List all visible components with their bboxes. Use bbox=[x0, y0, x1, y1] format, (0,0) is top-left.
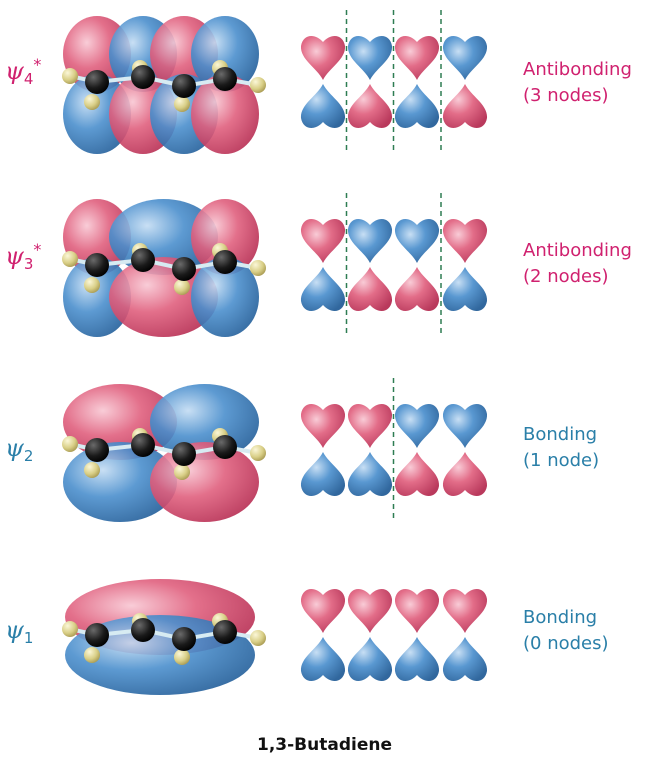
psi3-carbon-atom-2 bbox=[131, 248, 155, 272]
psi1-hydrogen-atom-4 bbox=[250, 630, 266, 646]
psi3-p-orbital-3-top-lobe bbox=[394, 219, 440, 263]
psi4-p-orbital-4-top-lobe bbox=[442, 36, 488, 80]
psi4-p-orbital-1-top-lobe bbox=[300, 36, 346, 80]
psi4-p-orbital-4-bottom-lobe bbox=[442, 84, 488, 128]
psi1-carbon-atom-1 bbox=[85, 623, 109, 647]
psi3-mo-bottom-lobe-1 bbox=[63, 257, 131, 337]
psi1-nodes: (0 nodes) bbox=[523, 633, 609, 654]
psi1-hydrogen-atom-2 bbox=[84, 647, 100, 663]
psi2-p-orbital-3-top-lobe bbox=[394, 404, 440, 448]
psi4-description: Antibonding (3 nodes) bbox=[523, 57, 632, 109]
psi4-p-orbital-3-bottom-lobe bbox=[394, 84, 440, 128]
psi3-hydrogen-atom-2 bbox=[84, 277, 100, 293]
psi2-p-orbital-2-top-lobe bbox=[347, 404, 393, 448]
psi1-description: Bonding (0 nodes) bbox=[523, 605, 609, 657]
psi4-carbon-atom-4 bbox=[213, 67, 237, 91]
psi2-mo-bottom-lobe-2 bbox=[150, 442, 259, 522]
psi1-carbon-atom-2 bbox=[131, 618, 155, 642]
psi2-label: ψ2 bbox=[5, 434, 34, 465]
psi4-hydrogen-atom-2 bbox=[84, 94, 100, 110]
psi3-carbon-atom-3 bbox=[172, 257, 196, 281]
psi3-nodes: (2 nodes) bbox=[523, 266, 609, 287]
psi1-p-orbital-1-bottom-lobe bbox=[300, 637, 346, 681]
psi2-p-orbital-3-bottom-lobe bbox=[394, 452, 440, 496]
psi3-description: Antibonding (2 nodes) bbox=[523, 238, 632, 290]
psi3-p-orbital-1-top-lobe bbox=[300, 219, 346, 263]
psi3-type: Antibonding bbox=[523, 240, 632, 261]
psi1-p-orbital-2-bottom-lobe bbox=[347, 637, 393, 681]
psi2-carbon-atom-1 bbox=[85, 438, 109, 462]
psi4-mo-top-lobe-4 bbox=[191, 16, 259, 92]
psi4-carbon-atom-3 bbox=[172, 74, 196, 98]
psi2-carbon-atom-3 bbox=[172, 442, 196, 466]
diagram-caption: 1,3-Butadiene bbox=[257, 735, 392, 755]
psi4-hydrogen-atom-4 bbox=[250, 77, 266, 93]
psi1-p-orbital-3-top-lobe bbox=[394, 589, 440, 633]
psi3-p-orbital-2-bottom-lobe bbox=[347, 267, 393, 311]
psi2-p-orbital-1-bottom-lobe bbox=[300, 452, 346, 496]
psi1-hydrogen-atom-3 bbox=[174, 649, 190, 665]
psi4-mo-bottom-lobe-4 bbox=[191, 74, 259, 154]
psi1-p-orbital-3-bottom-lobe bbox=[394, 637, 440, 681]
psi1-type: Bonding bbox=[523, 607, 598, 628]
psi4-nodes: (3 nodes) bbox=[523, 85, 609, 106]
psi2-hydrogen-atom-1 bbox=[62, 436, 78, 452]
psi3-hydrogen-atom-4 bbox=[250, 260, 266, 276]
psi3-hydrogen-atom-1 bbox=[62, 251, 78, 267]
psi4-p-orbital-1-bottom-lobe bbox=[300, 84, 346, 128]
psi3-p-orbital-3-bottom-lobe bbox=[394, 267, 440, 311]
psi3-mo-top-lobe-1 bbox=[63, 199, 131, 275]
psi3-label: ψ3* bbox=[5, 240, 42, 273]
psi1-p-orbital-1-top-lobe bbox=[300, 589, 346, 633]
psi2-p-orbital-4-bottom-lobe bbox=[442, 452, 488, 496]
psi2-carbon-atom-4 bbox=[213, 435, 237, 459]
psi2-p-orbital-4-top-lobe bbox=[442, 404, 488, 448]
psi2-mo-bottom-lobe-1 bbox=[63, 442, 177, 522]
psi3-mo-top-lobe-3 bbox=[191, 199, 259, 275]
psi2-nodes: (1 node) bbox=[523, 450, 600, 471]
psi4-hydrogen-atom-1 bbox=[62, 68, 78, 84]
psi4-p-orbital-2-top-lobe bbox=[347, 36, 393, 80]
psi3-mo-bottom-lobe-3 bbox=[191, 257, 259, 337]
psi2-hydrogen-atom-2 bbox=[84, 462, 100, 478]
psi4-p-orbital-3-top-lobe bbox=[394, 36, 440, 80]
psi3-p-orbital-1-bottom-lobe bbox=[300, 267, 346, 311]
psi1-hydrogen-atom-1 bbox=[62, 621, 78, 637]
psi3-p-orbital-4-bottom-lobe bbox=[442, 267, 488, 311]
psi1-carbon-atom-4 bbox=[213, 620, 237, 644]
psi1-carbon-atom-3 bbox=[172, 627, 196, 651]
psi1-p-orbital-2-top-lobe bbox=[347, 589, 393, 633]
psi3-p-orbital-4-top-lobe bbox=[442, 219, 488, 263]
psi4-type: Antibonding bbox=[523, 59, 632, 80]
psi4-carbon-atom-1 bbox=[85, 70, 109, 94]
psi3-carbon-atom-4 bbox=[213, 250, 237, 274]
psi3-hydrogen-atom-3 bbox=[174, 279, 190, 295]
psi2-carbon-atom-2 bbox=[131, 433, 155, 457]
psi2-hydrogen-atom-3 bbox=[174, 464, 190, 480]
psi3-p-orbital-2-top-lobe bbox=[347, 219, 393, 263]
psi2-p-orbital-2-bottom-lobe bbox=[347, 452, 393, 496]
psi1-p-orbital-4-top-lobe bbox=[442, 589, 488, 633]
psi3-carbon-atom-1 bbox=[85, 253, 109, 277]
psi2-description: Bonding (1 node) bbox=[523, 422, 599, 474]
psi2-type: Bonding bbox=[523, 424, 598, 445]
psi4-label: ψ4* bbox=[5, 55, 42, 88]
psi2-hydrogen-atom-4 bbox=[250, 445, 266, 461]
psi4-hydrogen-atom-3 bbox=[174, 96, 190, 112]
psi4-carbon-atom-2 bbox=[131, 65, 155, 89]
psi4-p-orbital-2-bottom-lobe bbox=[347, 84, 393, 128]
psi1-p-orbital-4-bottom-lobe bbox=[442, 637, 488, 681]
psi1-label: ψ1 bbox=[5, 616, 34, 647]
psi2-p-orbital-1-top-lobe bbox=[300, 404, 346, 448]
